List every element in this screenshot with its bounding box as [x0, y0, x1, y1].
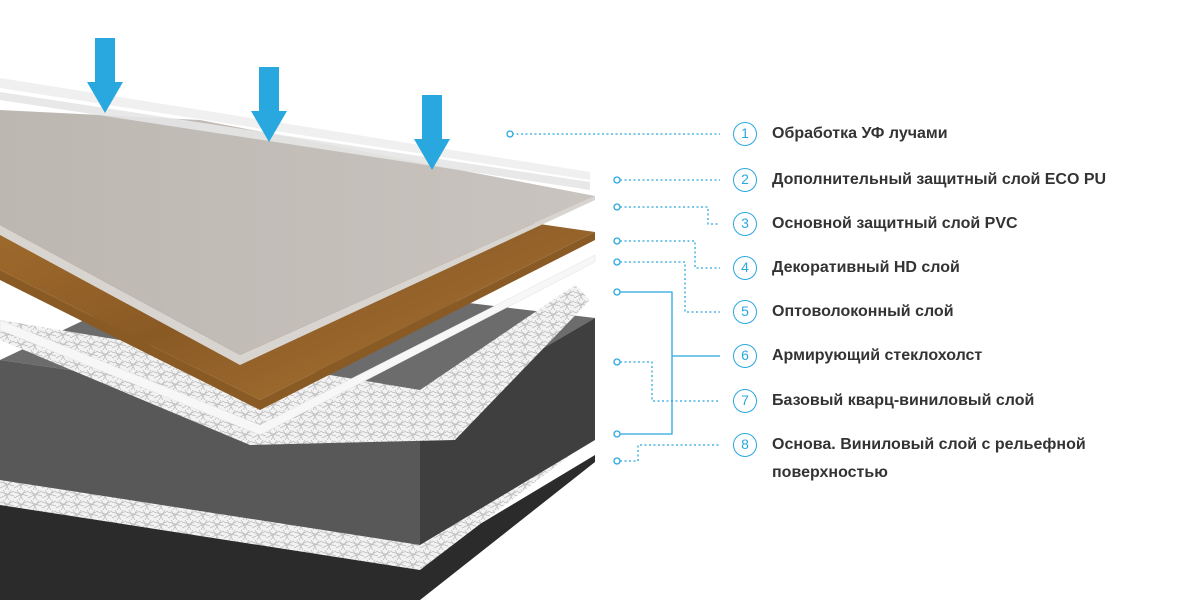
fiber-layer-bottom: [0, 430, 590, 570]
legend-number: 7: [733, 389, 757, 413]
legend-item-5: 5 Оптоволоконный слой: [733, 300, 1172, 326]
legend-label: Базовый кварц-виниловый слой: [772, 392, 1035, 409]
legend-number: 1: [733, 122, 757, 146]
layer-2-eco-pu: [0, 92, 590, 190]
legend-item-8: 8 Основа. Виниловый слой с рельефной пов…: [733, 433, 1152, 487]
legend-item-6: 6 Армирующий стеклохолст: [733, 344, 1172, 370]
layer-5-white: [0, 254, 596, 436]
legend-number: 6: [733, 344, 757, 368]
arrow-down-icon: [414, 95, 450, 170]
legend-label: Армирующий стеклохолст: [772, 347, 983, 364]
legend-label: Оптоволоконный слой: [772, 303, 954, 320]
legend-number: 5: [733, 300, 757, 324]
leader-dots: [506, 130, 621, 465]
leader-lines: [512, 133, 720, 462]
legend-item-3: 3 Основной защитный слой PVC: [733, 212, 1172, 238]
layer-3-pvc-top: [0, 110, 595, 355]
legend-number: 2: [733, 168, 757, 192]
bracket-layer-6: [620, 291, 720, 435]
legend-label: Обработка УФ лучами: [772, 125, 948, 142]
legend-label: Декоративный HD слой: [772, 259, 960, 276]
legend-number: 3: [733, 212, 757, 236]
arrow-down-icon: [87, 38, 123, 113]
legend-item-1: 1 Обработка УФ лучами: [733, 122, 1172, 148]
uv-arrows: [87, 38, 450, 170]
legend-number: 4: [733, 256, 757, 280]
legend-label: Основа. Виниловый слой с рельефной повер…: [772, 436, 1086, 481]
legend-item-4: 4 Декоративный HD слой: [733, 256, 1172, 282]
legend-number: 8: [733, 433, 757, 457]
legend-label: Основной защитный слой PVC: [772, 215, 1018, 232]
layer-1-uv: [0, 78, 590, 180]
layer-8-base: [0, 455, 595, 600]
arrow-down-icon: [251, 67, 287, 142]
legend-label: Дополнительный защитный слой ECO PU: [772, 171, 1107, 188]
layer-7-side: [420, 318, 595, 545]
legend-item-2: 2 Дополнительный защитный слой ECO PU: [733, 168, 1172, 194]
legend-item-7: 7 Базовый кварц-виниловый слой: [733, 389, 1172, 415]
layer-6-fiber: [0, 285, 590, 445]
